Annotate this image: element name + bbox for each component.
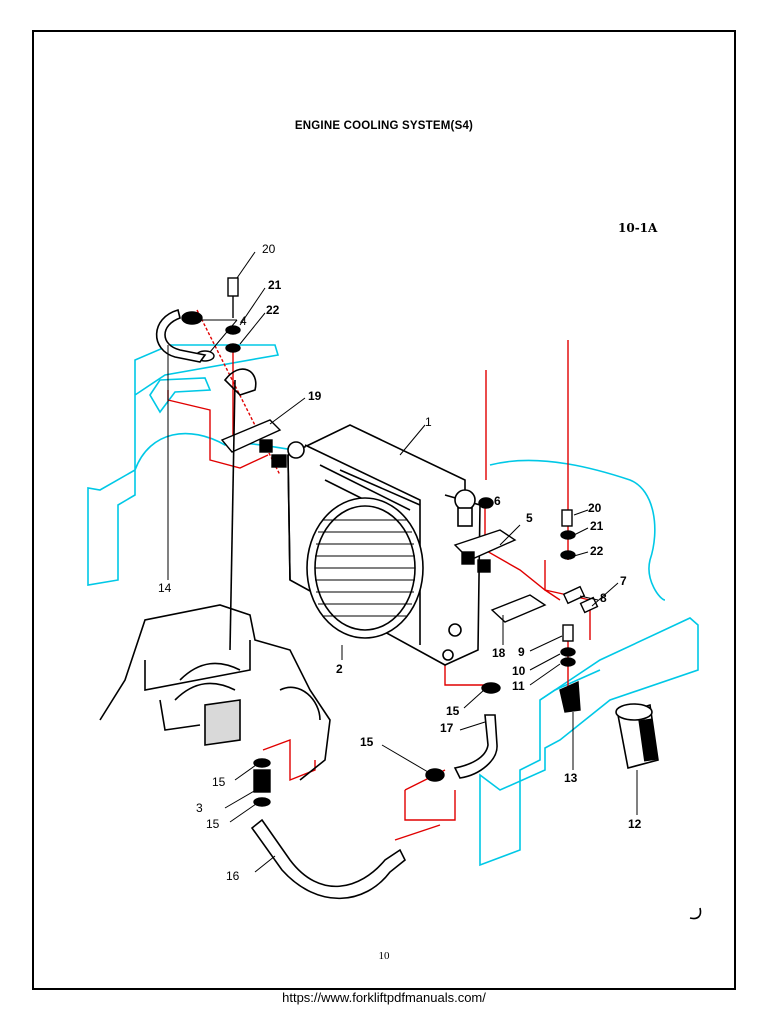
callout-22a: 22: [266, 303, 280, 317]
diagram-title: ENGINE COOLING SYSTEM(S4): [294, 120, 474, 132]
callout-9: 9: [518, 645, 525, 659]
callout-20b: 20: [588, 501, 602, 515]
callout-20a: 20: [262, 242, 276, 256]
callout-15d: 15: [206, 817, 220, 831]
callout-21a: 21: [268, 278, 282, 292]
engine-block: [99, 368, 331, 781]
callout-1: 1: [425, 415, 432, 429]
callout-17: 17: [440, 721, 454, 735]
callout-15b: 15: [360, 735, 374, 749]
callout-11: 11: [512, 679, 525, 693]
callout-13: 13: [564, 771, 578, 785]
callout-10: 10: [512, 664, 526, 678]
callout-8: 8: [600, 591, 607, 605]
callout-5: 5: [526, 511, 533, 525]
page-number: 10: [378, 950, 390, 962]
frame-outline-right: [479, 459, 699, 867]
leader-lines: [167, 251, 638, 873]
callout-22b: 22: [590, 544, 604, 558]
radiator-assembly: [287, 424, 481, 666]
reserve-tank: [615, 703, 659, 769]
callout-21b: 21: [590, 519, 604, 533]
callout-2: 2: [336, 662, 343, 676]
callout-15c: 15: [212, 775, 226, 789]
callout-12: 12: [628, 817, 642, 831]
hoses: [155, 309, 498, 900]
callout-18: 18: [492, 646, 506, 660]
callouts: 20 21 22 19 1 4 14 2 6 5 20 21 22 8 7 18…: [158, 242, 642, 883]
callout-3: 3: [196, 801, 203, 815]
callout-6: 6: [494, 494, 501, 508]
frame-outline-left: [87, 344, 301, 586]
callout-4: 4: [240, 314, 247, 328]
callout-16: 16: [226, 869, 240, 883]
callout-15a: 15: [446, 704, 460, 718]
callout-7: 7: [620, 574, 627, 588]
callout-19: 19: [308, 389, 322, 403]
figure-code: 10-1A: [618, 221, 658, 235]
page-border: [32, 30, 736, 990]
callout-14: 14: [158, 581, 172, 595]
page-mark: [689, 907, 702, 920]
footer-url[interactable]: https://www.forkliftpdfmanuals.com/: [282, 990, 486, 1005]
